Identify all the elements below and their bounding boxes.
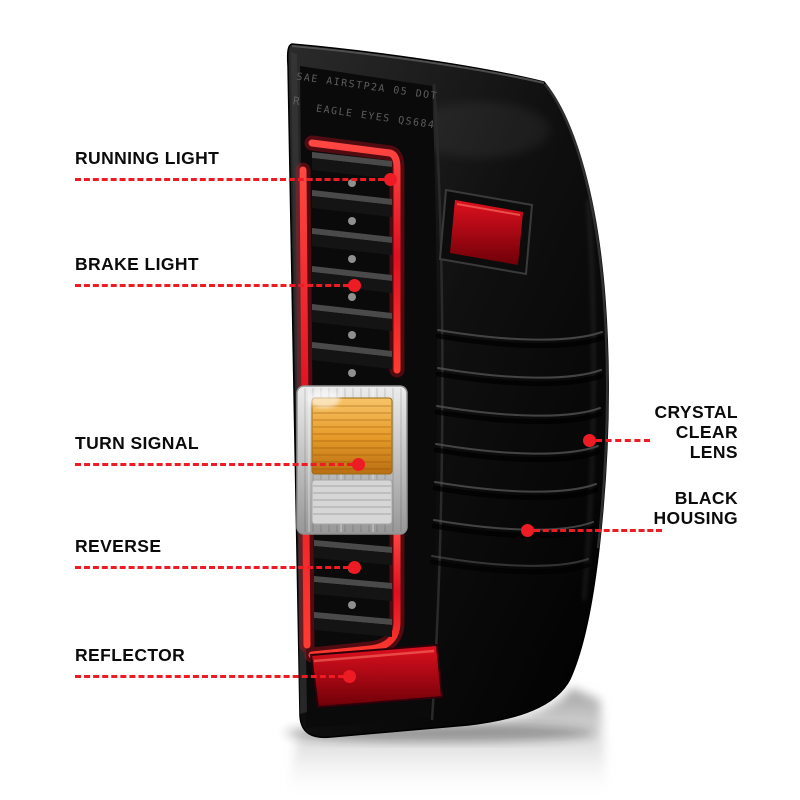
floor-reflection [286, 688, 608, 800]
side-marker-reflector [438, 188, 534, 276]
turn-signal-lens [296, 385, 408, 535]
bottom-reflector [309, 643, 444, 709]
led-light-tube [295, 135, 405, 663]
running-brake-louvers [312, 152, 392, 377]
marking-r: R [292, 94, 302, 108]
reverse-louvers [314, 540, 392, 637]
